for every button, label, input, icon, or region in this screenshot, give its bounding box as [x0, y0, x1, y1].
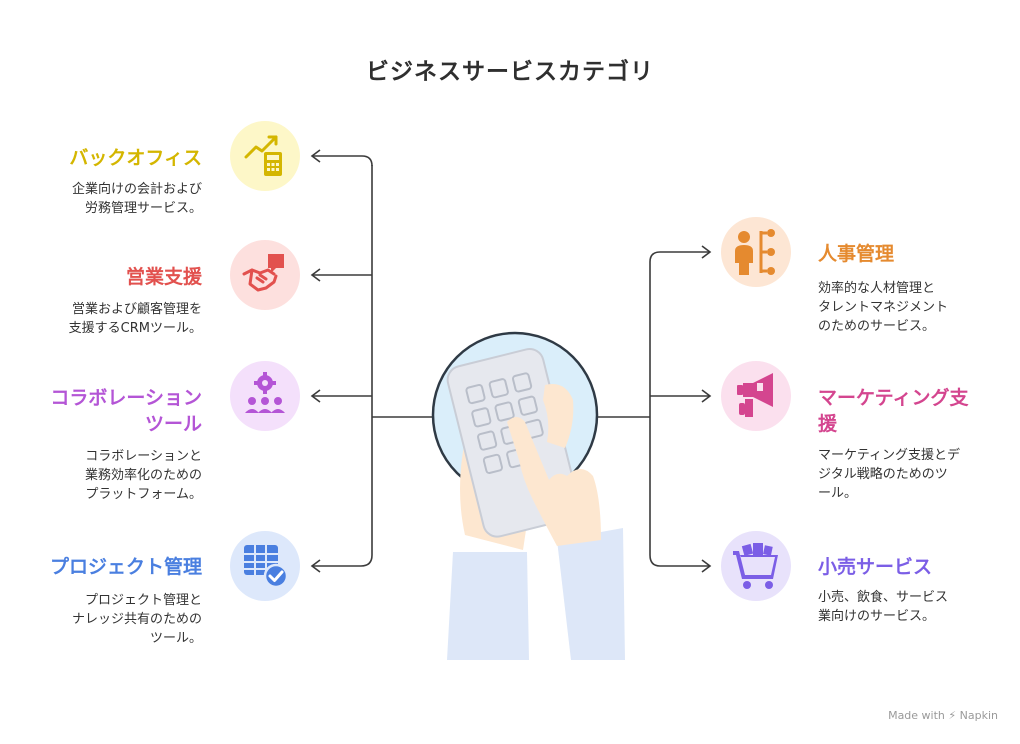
- backoffice-icon-circle: [230, 121, 300, 191]
- project-icon-circle: [230, 531, 300, 601]
- footer-credit: Made with ⚡ Napkin: [888, 709, 998, 722]
- handshake-chat-icon: [230, 240, 300, 310]
- backoffice-description: 企業向けの会計および 労務管理サービス。: [71, 182, 202, 216]
- person-tree-icon: [721, 217, 791, 287]
- retail-description: 小売、飲食、サービス 業向けのサービス。: [818, 590, 949, 624]
- footer-brand: Napkin: [959, 709, 998, 722]
- sales-description: 営業および顧客管理を 支援するCRMツール。: [68, 302, 202, 336]
- marketing-title: マーケティング支 援: [818, 387, 969, 435]
- project-title: プロジェクト管理: [49, 556, 202, 578]
- marketing-description: マーケティング支援とデ ジタル戦略のためのツ ール。: [818, 448, 960, 501]
- retail-title: 小売サービス: [818, 556, 933, 578]
- retail-icon-circle: [721, 531, 791, 601]
- collaboration-description: コラボレーションと 業務効率化のための プラットフォーム。: [84, 449, 202, 502]
- hr-description: 効率的な人材管理と タレントマネジメント のためのサービス。: [818, 281, 949, 334]
- project-description: プロジェクト管理と ナレッジ共有のための ツール。: [71, 593, 202, 646]
- table-check-icon: [230, 531, 300, 601]
- hr-title: 人事管理: [818, 243, 895, 265]
- collaboration-title: コラボレーション ツール: [50, 387, 202, 435]
- chart-calculator-icon: [230, 121, 300, 191]
- sales-title: 営業支援: [125, 266, 202, 288]
- marketing-icon-circle: [721, 361, 791, 431]
- megaphone-icon: [721, 361, 791, 431]
- backoffice-title: バックオフィス: [69, 147, 202, 169]
- team-gear-icon: [230, 361, 300, 431]
- hr-icon-circle: [721, 217, 791, 287]
- napkin-logo-icon: ⚡: [948, 709, 957, 722]
- sales-icon-circle: [230, 240, 300, 310]
- hand-phone-illustration: [431, 331, 625, 660]
- shopping-cart-icon: [721, 531, 791, 601]
- page-title: ビジネスサービスカテゴリ: [366, 59, 654, 85]
- footer-made-with: Made with: [888, 709, 945, 722]
- collaboration-icon-circle: [230, 361, 300, 431]
